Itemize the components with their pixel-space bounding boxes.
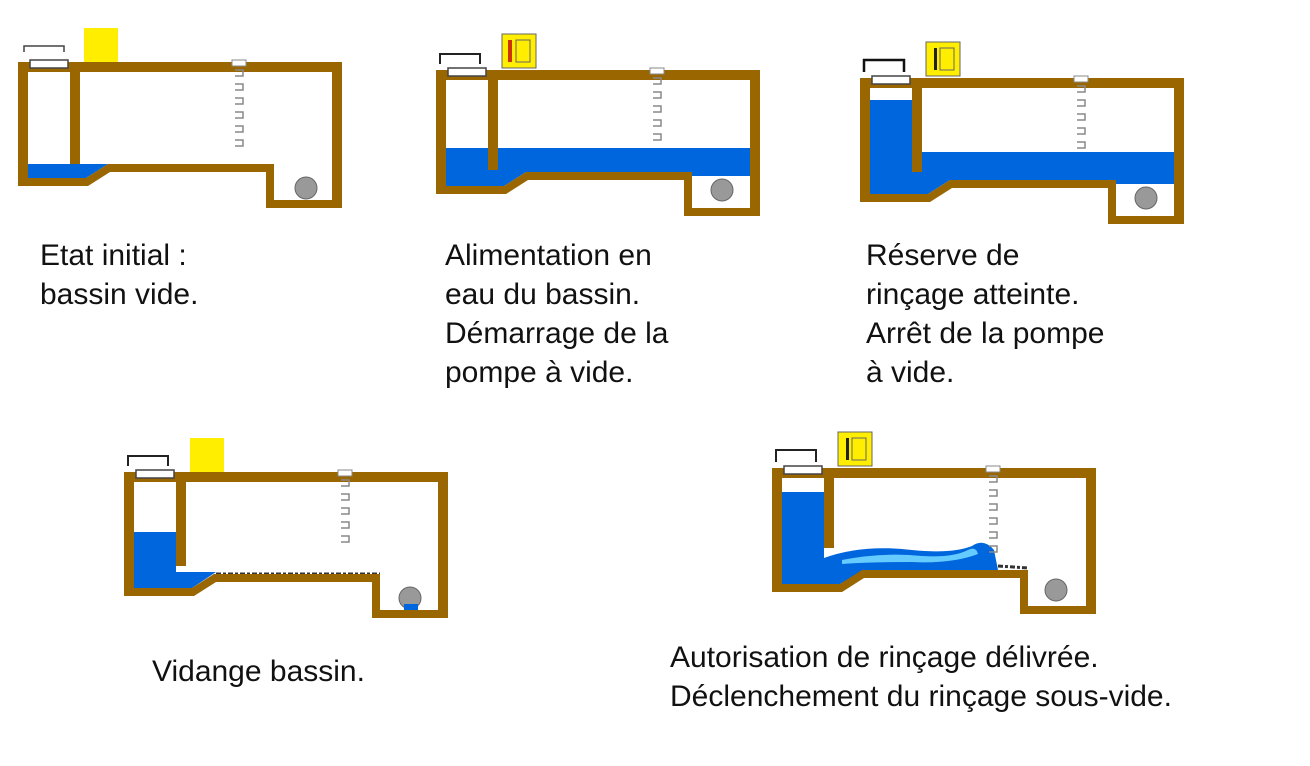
left-chamber-water [782, 492, 824, 584]
vacuum-valve-closed [84, 28, 118, 62]
level-probe [341, 479, 350, 543]
caption-line: Déclenchement du rinçage sous-vide. [670, 680, 1172, 713]
caption-line: Démarrage de la [445, 317, 669, 350]
sensor-bracket [127, 455, 169, 466]
basin-wall [860, 78, 1184, 224]
vacuum-valve-closed [190, 438, 224, 472]
caption-line: Réserve de [866, 239, 1020, 272]
stage-2-diagram [436, 30, 766, 220]
partition-wall [824, 468, 834, 548]
stage-2-caption: Alimentation en eau du bassin. Démarrage… [445, 236, 668, 392]
basin-fill-empty [28, 164, 108, 178]
chamber-cap [447, 67, 487, 77]
caption-line: Alimentation en [445, 239, 652, 272]
chamber-cap [783, 465, 823, 475]
stage-4-diagram [124, 432, 454, 622]
stage-3-caption: Réserve de rinçage atteinte. Arrêt de la… [866, 236, 1104, 392]
valve-handle-icon [939, 47, 955, 71]
caption-line: Autorisation de rinçage délivrée. [670, 641, 1099, 674]
basin-fill-filling [446, 148, 750, 186]
stage-3-diagram [860, 38, 1190, 228]
stage-1-caption: Etat initial : bassin vide. [40, 236, 198, 314]
level-probe [989, 475, 998, 553]
caption-line: à vide. [866, 356, 955, 389]
left-chamber-water [446, 148, 488, 186]
stage-5-caption: Autorisation de rinçage délivrée. Déclen… [670, 638, 1172, 716]
stage-1-diagram [18, 22, 348, 212]
level-probe-head [231, 59, 247, 67]
level-probe-head [1073, 75, 1089, 83]
caption-line: pompe à vide. [445, 356, 634, 389]
stage-4-caption: Vidange bassin. [152, 652, 365, 691]
chamber-cap [29, 59, 69, 69]
partition-wall [488, 70, 498, 170]
outlet-roller [294, 176, 318, 200]
level-probe [1077, 85, 1086, 149]
caption-line: Arrêt de la pompe [866, 317, 1105, 350]
sediment-line [997, 564, 1029, 570]
level-probe-head [337, 469, 353, 477]
basin-wall [772, 468, 1096, 614]
left-chamber-water [134, 532, 176, 588]
partition-wall [70, 62, 80, 164]
basin-fill-reserve [912, 152, 1174, 194]
flush-wave-foam [842, 548, 978, 564]
basin-fill-draining [176, 572, 216, 588]
valve-handle-icon [508, 40, 512, 62]
caption-line: rinçage atteinte. [866, 278, 1080, 311]
flush-wave [824, 542, 998, 584]
chamber-cap [871, 75, 911, 85]
level-probe [235, 69, 244, 147]
partition-wall [912, 78, 922, 172]
sensor-bracket [862, 58, 906, 72]
sensor-bracket [439, 53, 481, 64]
outlet-roller [1044, 578, 1068, 602]
vacuum-valve-open [501, 33, 537, 69]
level-probe [653, 77, 662, 141]
caption-line: bassin vide. [40, 278, 199, 311]
sensor-bracket [23, 45, 65, 52]
outlet-roller [1134, 186, 1158, 210]
caption-line: eau du bassin. [445, 278, 641, 311]
valve-handle-icon [934, 48, 937, 70]
basin-wall [436, 70, 760, 216]
chamber-cap [135, 469, 175, 479]
valve-handle-icon [851, 437, 867, 461]
partition-wall [176, 472, 186, 566]
outlet-roller [710, 178, 734, 202]
level-probe-head [985, 465, 1001, 473]
caption-line: Etat initial : [40, 239, 187, 272]
caption-line: Vidange bassin. [152, 655, 365, 688]
sensor-bracket [775, 449, 817, 462]
valve-handle-icon [515, 39, 531, 63]
valve-handle-icon [846, 438, 849, 460]
stage-5-diagram [772, 428, 1102, 618]
left-chamber-water [870, 100, 912, 194]
basin-wall [18, 62, 342, 208]
vacuum-valve-open [925, 41, 961, 77]
level-probe-head [649, 67, 665, 75]
vacuum-valve-open [837, 431, 873, 467]
basin-wall [124, 472, 448, 618]
outlet-water [404, 604, 418, 610]
